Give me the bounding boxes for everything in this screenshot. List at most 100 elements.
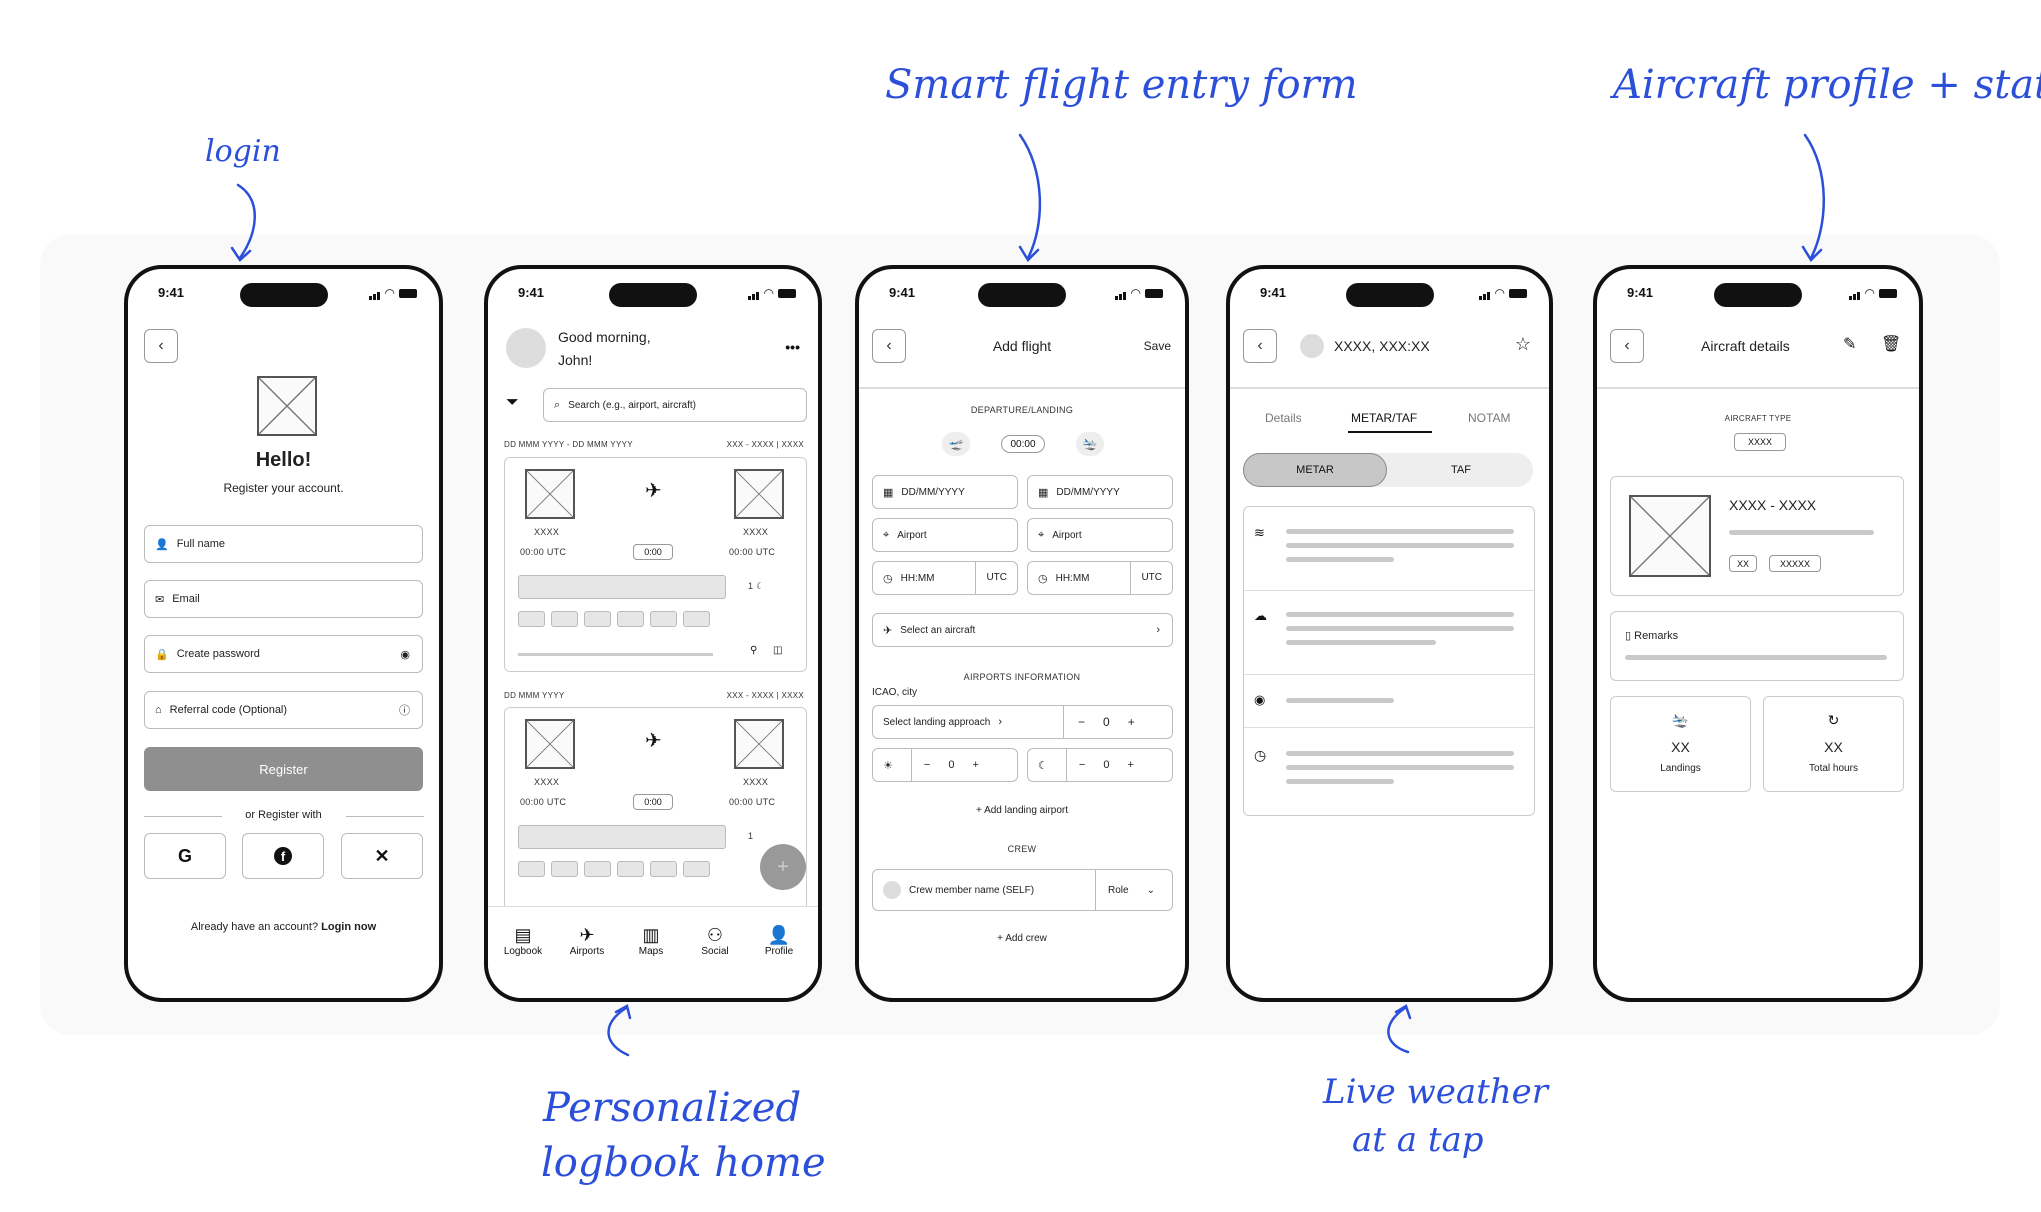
x-icon: ✕	[374, 845, 390, 866]
more-icon[interactable]: •••	[785, 339, 800, 355]
select-aircraft-label: Select an aircraft	[900, 624, 976, 636]
landing-date-label: DD/MM/YYYY	[1056, 486, 1120, 498]
flight-card-1[interactable]: ✈ XXXX XXXX 00:00 UTC 00:00 UTC 0:00 1 ☾…	[504, 457, 807, 672]
avatar[interactable]	[506, 328, 546, 368]
pin-icon: ⌖	[1038, 528, 1045, 541]
progress-bar	[518, 575, 726, 599]
plus-icon[interactable]: +	[1127, 715, 1135, 729]
role-select[interactable]: Role⌄	[1095, 870, 1155, 910]
nav-maps[interactable]: ▥Maps	[626, 925, 676, 957]
departure-date-field[interactable]: ▦DD/MM/YYYY	[872, 475, 1018, 509]
text-line	[1286, 779, 1394, 784]
crew-member-field[interactable]: Crew member name (SELF) Role⌄	[872, 869, 1173, 911]
landings-stat-card: 🛬 XX Landings	[1610, 696, 1751, 792]
referral-field[interactable]: ⌂Referral code (Optional)ⓘ	[144, 691, 423, 729]
back-button[interactable]: ‹	[872, 329, 906, 363]
header-divider	[859, 387, 1185, 389]
plus-icon[interactable]: +	[972, 759, 979, 771]
landing-count: 1	[748, 831, 754, 841]
segment-metar[interactable]: METAR	[1243, 453, 1387, 487]
eye-icon[interactable]: ◉	[400, 648, 410, 661]
status-icons: ◠	[1848, 286, 1897, 300]
search-input[interactable]: ⌕Search (e.g., airport, aircraft)	[543, 388, 807, 422]
select-aircraft-field[interactable]: ✈Select an aircraft›	[872, 613, 1173, 647]
plus-icon[interactable]: +	[1127, 759, 1134, 771]
tab-notam[interactable]: NOTAM	[1468, 411, 1511, 425]
google-button[interactable]: G	[144, 833, 226, 879]
night-landings-stepper[interactable]: ☾−0+	[1027, 748, 1173, 782]
plane-icon: ✈	[645, 480, 662, 502]
full-name-field[interactable]: 👤Full name	[144, 525, 423, 563]
filter-icon[interactable]: ⏷	[506, 394, 519, 411]
minus-icon[interactable]: −	[1078, 715, 1086, 729]
card-footer-line	[518, 653, 713, 656]
minus-icon[interactable]: −	[1065, 749, 1085, 781]
profile-icon: 👤	[767, 925, 791, 945]
add-landing-airport-button[interactable]: + Add landing airport	[859, 805, 1185, 816]
register-button[interactable]: Register	[144, 747, 423, 791]
text-line	[1286, 612, 1514, 617]
signal-icon	[368, 286, 381, 300]
tab-metar-taf[interactable]: METAR/TAF	[1351, 411, 1418, 425]
mail-icon: ✉	[155, 593, 165, 606]
tag-chip	[683, 611, 710, 627]
day-landings-stepper[interactable]: ☀−0+	[872, 748, 1018, 782]
save-button[interactable]: Save	[1143, 339, 1171, 353]
tag-chip	[683, 861, 710, 877]
x-button[interactable]: ✕	[341, 833, 423, 879]
text-line	[1286, 765, 1514, 770]
nav-profile[interactable]: 👤Profile	[754, 925, 804, 957]
clock-icon: ◷	[1038, 572, 1048, 585]
status-icons: ◠	[747, 286, 796, 300]
edit-icon[interactable]: ✎	[1843, 336, 1857, 353]
tag-chip	[518, 861, 545, 877]
text-line	[1286, 751, 1514, 756]
add-flight-screen: 9:41 ◠ ‹ Add flight Save DEPARTURE/LANDI…	[855, 265, 1189, 1002]
departure-date-label: DD/MM/YYYY	[901, 486, 965, 498]
text-line	[1286, 543, 1514, 548]
aircraft-image	[1629, 495, 1711, 577]
airports-info-label: AIRPORTS INFORMATION	[963, 672, 1081, 682]
hours-stat-card: ↻ XX Total hours	[1763, 696, 1904, 792]
back-button[interactable]: ‹	[1610, 329, 1644, 363]
back-button[interactable]: ‹	[144, 329, 178, 363]
add-crew-button[interactable]: + Add crew	[859, 933, 1185, 944]
password-field[interactable]: 🔒Create password◉	[144, 635, 423, 673]
referral-label: Referral code (Optional)	[169, 704, 288, 716]
nav-airports[interactable]: ✈Airports	[562, 925, 612, 957]
tab-details[interactable]: Details	[1265, 411, 1302, 425]
nav-social[interactable]: ⚇Social	[690, 925, 740, 957]
text-line	[1286, 640, 1436, 645]
remarks-title: Remarks	[1634, 630, 1679, 642]
aircraft-card: XXXX - XXXX XX XXXXX	[1610, 476, 1904, 596]
landing-date-field[interactable]: ▦DD/MM/YYYY	[1027, 475, 1173, 509]
login-now-link[interactable]: Login now	[321, 921, 377, 933]
annotation-logbook-home-2: logbook home	[541, 1140, 826, 1186]
back-button[interactable]: ‹	[1243, 329, 1277, 363]
trash-icon[interactable]: 🗑	[1881, 336, 1902, 353]
approach-stepper[interactable]: −0+	[1063, 706, 1135, 738]
tag-chip	[650, 611, 677, 627]
star-icon[interactable]: ☆	[1514, 334, 1531, 354]
facebook-button[interactable]: f	[242, 833, 324, 879]
hours-label: Total hours	[1809, 763, 1858, 774]
landing-approach-field[interactable]: Select landing approach› −0+	[872, 705, 1173, 739]
minus-icon[interactable]: −	[910, 749, 930, 781]
email-field[interactable]: ✉Email	[144, 580, 423, 618]
annotation-smart-form: Smart flight entry form	[885, 62, 1358, 108]
map-icon: ▥	[642, 925, 660, 945]
landing-airport-field[interactable]: ⌖Airport	[1027, 518, 1173, 552]
divider-left	[144, 816, 222, 817]
add-flight-fab[interactable]: +	[760, 844, 806, 890]
departure-airport-field[interactable]: ⌖Airport	[872, 518, 1018, 552]
signal-icon	[747, 286, 760, 300]
nav-logbook[interactable]: ▤Logbook	[498, 925, 548, 957]
airport-avatar	[1300, 334, 1324, 358]
flight-route-2: XXX - XXXX | XXXX	[726, 691, 804, 700]
destination-image	[734, 469, 784, 519]
segment-taf[interactable]: TAF	[1451, 464, 1471, 476]
page-title: Aircraft details	[1701, 338, 1790, 354]
info-icon[interactable]: ⓘ	[399, 705, 410, 717]
